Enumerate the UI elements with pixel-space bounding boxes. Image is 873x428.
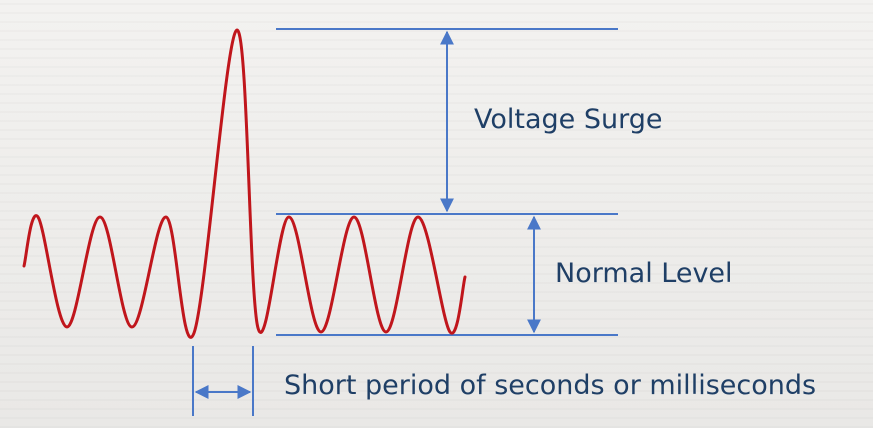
voltage-waveform	[22, 28, 467, 339]
duration-label: Short period of seconds or milliseconds	[284, 370, 817, 401]
voltage-surge-label: Voltage Surge	[474, 104, 663, 135]
normal-level-label: Normal Level	[555, 258, 733, 289]
